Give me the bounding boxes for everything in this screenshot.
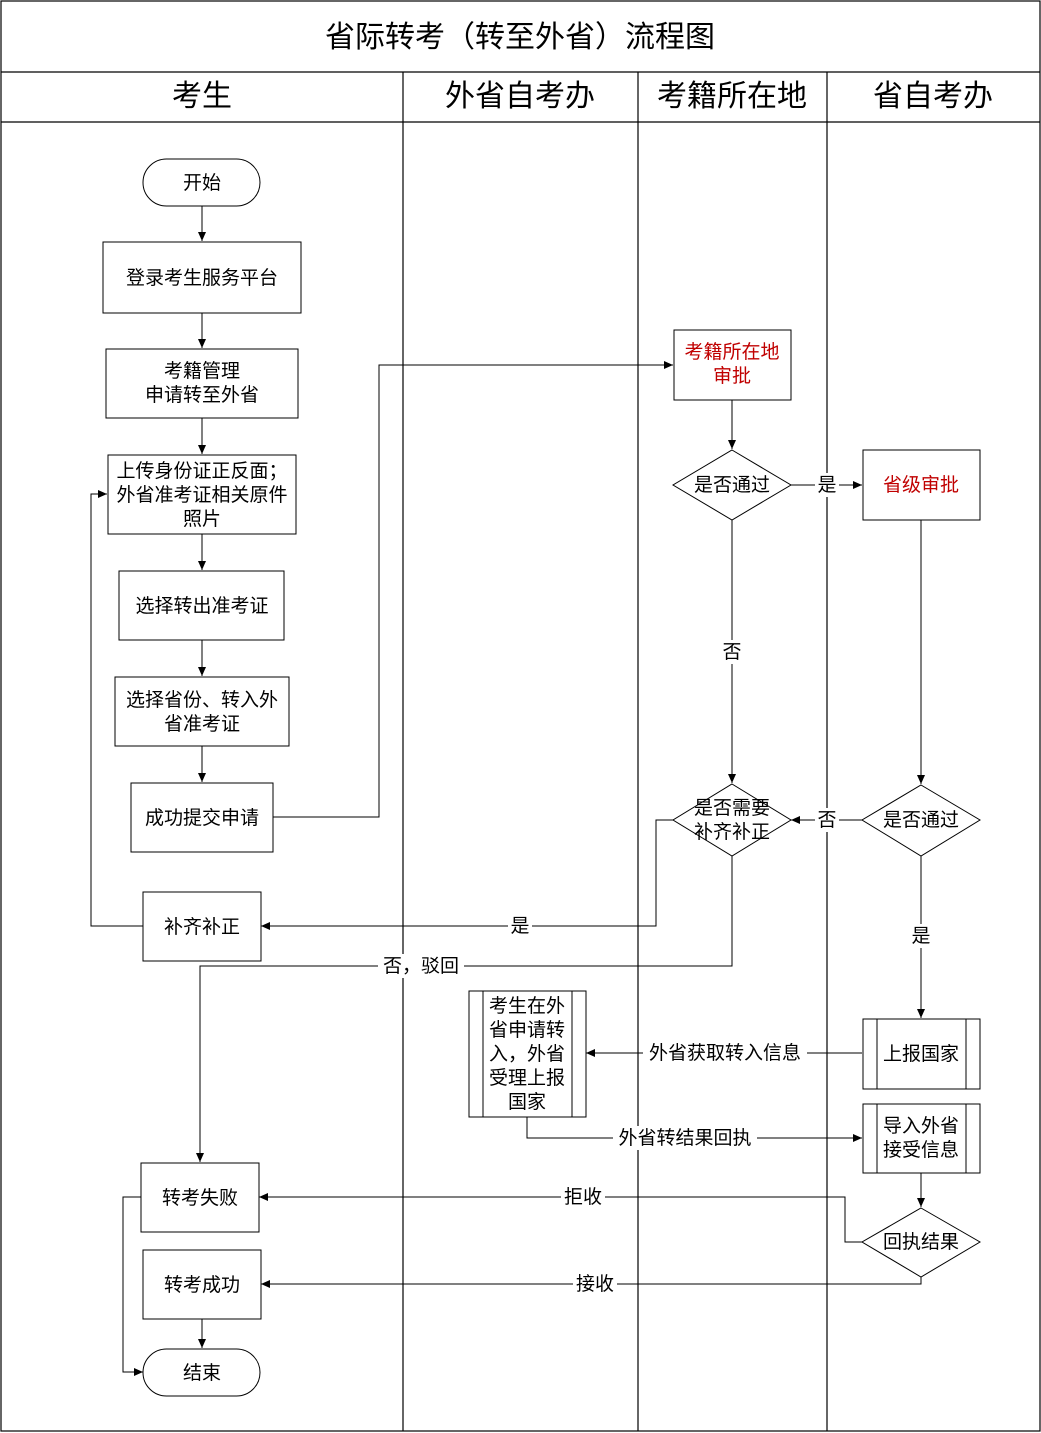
lane-header-student: 考生: [172, 79, 232, 114]
edge-label-accepted: 接收: [576, 1273, 614, 1295]
other-province-accept-label-line4: 受理上报: [489, 1067, 565, 1089]
report-nation-label: 上报国家: [883, 1043, 959, 1065]
need-supplement-label-line2: 补齐补正: [694, 821, 770, 843]
other-province-accept-label-line5: 国家: [508, 1091, 546, 1113]
edge-need-supplement-no-reject: [196, 856, 733, 1162]
edge-receipt-accepted: [261, 1277, 922, 1288]
login-label: 登录考生服务平台: [126, 267, 278, 289]
import-info-label-line2: 接受信息: [883, 1139, 959, 1161]
select-out-ticket-label: 选择转出准考证: [135, 595, 268, 617]
edge-label-no-down: 否: [722, 641, 741, 663]
receipt-result-decision: 回执结果: [861, 1207, 981, 1278]
start-node: 开始: [142, 158, 261, 207]
end-label: 结束: [183, 1362, 221, 1384]
end-node: 结束: [142, 1348, 261, 1397]
import-info-node: 导入外省 接受信息: [862, 1103, 981, 1174]
supplement-node: 补齐补正: [142, 891, 262, 962]
upload-documents-label-line3: 照片: [183, 508, 221, 530]
registry-pass-label: 是否通过: [694, 474, 770, 496]
lane-header-registry-location: 考籍所在地: [657, 79, 807, 114]
lane-header-other-province-office: 外省自考办: [445, 79, 595, 114]
select-in-ticket-label-line1: 选择省份、转入外: [126, 689, 278, 711]
other-province-accept-label-line1: 考生在外: [489, 995, 565, 1017]
registry-approve-label-line1: 考籍所在地: [684, 341, 779, 363]
login-node: 登录考生服务平台: [102, 241, 302, 314]
province-pass-label: 是否通过: [883, 809, 959, 831]
edge-label-transfer-result: 外省转结果回执: [618, 1127, 751, 1149]
transfer-fail-label: 转考失败: [162, 1187, 238, 1209]
need-supplement-label-line1: 是否需要: [694, 797, 770, 819]
diagram-title: 省际转考（转至外省）流程图: [325, 20, 715, 55]
edge-need-supplement-yes: [261, 819, 673, 930]
edge-label-yes-supplement: 是: [510, 915, 529, 937]
other-province-accept-node: 考生在外 省申请转 入，外省 受理上报 国家: [468, 990, 587, 1118]
province-approve-label: 省级审批: [883, 474, 959, 496]
supplement-label: 补齐补正: [164, 916, 240, 938]
apply-transfer-node: 考籍管理 申请转至外省: [105, 348, 299, 419]
other-province-accept-label-line2: 省申请转: [489, 1019, 565, 1041]
select-out-ticket-node: 选择转出准考证: [118, 570, 285, 641]
edge-receipt-rejected: [259, 1193, 862, 1243]
lane-header-province-office: 省自考办: [873, 79, 993, 114]
transfer-success-label: 转考成功: [164, 1274, 240, 1296]
edge-label-no-from-province: 否: [817, 809, 836, 831]
edge-submit-registry-approve: [273, 361, 673, 818]
upload-documents-label-line1: 上传身份证正反面；: [116, 460, 287, 482]
upload-documents-label-line2: 外省准考证相关原件: [116, 484, 287, 506]
edge-label-yes-to-province: 是: [817, 474, 836, 496]
edge-label-get-transfer-info: 外省获取转入信息: [649, 1042, 801, 1064]
select-in-ticket-label-line2: 省准考证: [164, 713, 240, 735]
upload-documents-node: 上传身份证正反面； 外省准考证相关原件 照片: [107, 454, 297, 535]
province-approve-node: 省级审批: [862, 449, 981, 521]
registry-approve-node: 考籍所在地 审批: [673, 329, 792, 401]
edge-label-rejected: 拒收: [564, 1186, 602, 1208]
transfer-fail-node: 转考失败: [140, 1162, 260, 1233]
edge-label-no-reject: 否，驳回: [383, 955, 459, 977]
report-nation-node: 上报国家: [862, 1018, 981, 1090]
transfer-success-node: 转考成功: [142, 1249, 262, 1320]
registry-approve-label-line2: 审批: [713, 365, 751, 387]
registry-pass-decision: 是否通过: [672, 449, 792, 521]
start-label: 开始: [183, 172, 221, 194]
edge-label-yes-report: 是: [911, 925, 930, 947]
receipt-result-label: 回执结果: [883, 1231, 959, 1253]
submit-success-label: 成功提交申请: [145, 807, 259, 829]
apply-transfer-label-line1: 考籍管理: [164, 360, 240, 382]
submit-success-node: 成功提交申请: [130, 782, 274, 853]
edge-fail-end: [122, 1196, 143, 1376]
edge-supplement-back-upload: [90, 490, 143, 927]
apply-transfer-label-line2: 申请转至外省: [145, 384, 259, 406]
need-supplement-decision: 是否需要 补齐补正: [672, 783, 792, 857]
edge-labels: 是 否 否 是 否，驳回 是 外省获取转入信息 外省转结果回执 拒收 接收: [378, 473, 933, 1296]
province-pass-decision: 是否通过: [861, 784, 981, 857]
other-province-accept-label-line3: 入，外省: [489, 1043, 565, 1065]
select-in-ticket-node: 选择省份、转入外 省准考证: [114, 676, 290, 747]
import-info-label-line1: 导入外省: [883, 1115, 959, 1137]
